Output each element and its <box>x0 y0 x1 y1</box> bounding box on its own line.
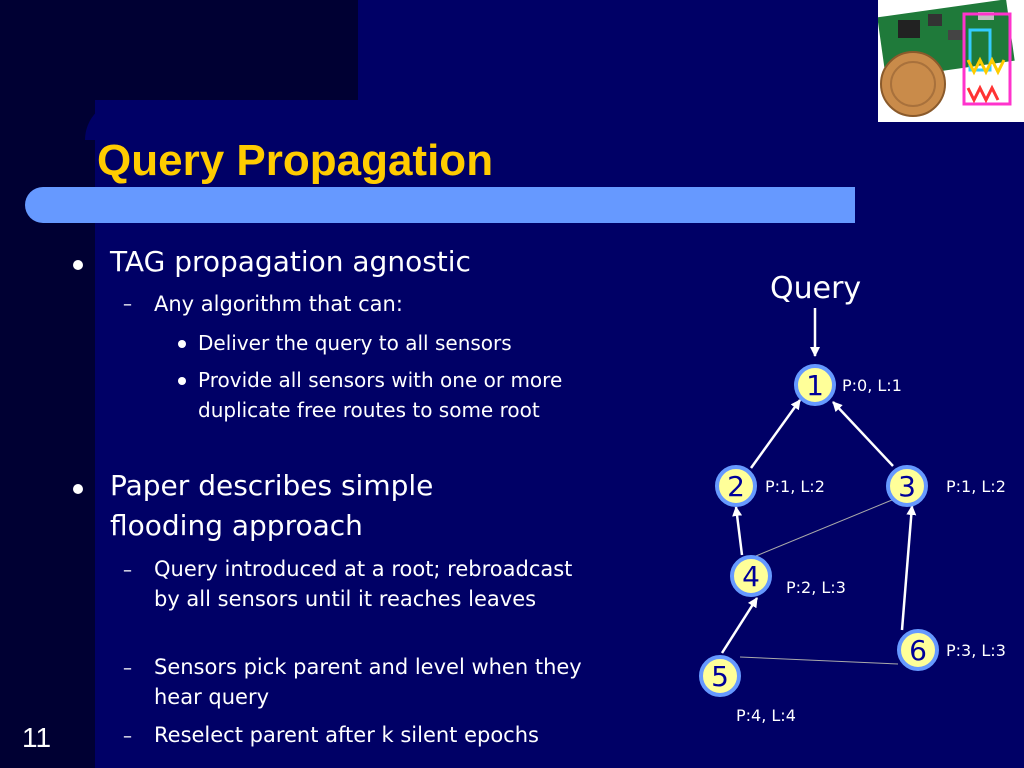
node-3-label: 3 <box>898 470 916 503</box>
slide-title: Query Propagation <box>97 136 494 185</box>
node-4-annotation: P:2, L:3 <box>786 578 846 597</box>
top-band <box>0 0 358 100</box>
sub-sub-bullet-deliver: Deliver the query to all sensors <box>198 331 512 355</box>
edge-4-2 <box>732 506 744 556</box>
node-1-annotation: P:0, L:1 <box>842 376 902 395</box>
sub-bullet-sensors-pick: Sensors pick parent and level when they … <box>154 655 582 709</box>
left-band <box>0 0 95 768</box>
query-label: Query <box>770 271 861 306</box>
bullet-dot <box>73 260 83 270</box>
edge-5-4 <box>720 597 759 654</box>
sub-sub-bullet-provide: Provide all sensors with one or more dup… <box>198 368 563 422</box>
link-4-3 <box>750 499 893 559</box>
node-4-label: 4 <box>742 560 760 593</box>
node-2: 2 <box>715 465 757 507</box>
sub-bullet-query-introduced: Query introduced at a root; rebroadcast … <box>154 557 573 611</box>
node-6: 6 <box>897 629 939 671</box>
dash-icon: – <box>123 560 132 581</box>
title-rule <box>25 187 855 223</box>
node-3-annotation: P:1, L:2 <box>946 477 1006 496</box>
bullet-dot <box>178 377 186 385</box>
node-5-label: 5 <box>711 660 729 693</box>
node-2-label: 2 <box>727 470 745 503</box>
dash-icon: – <box>123 658 132 679</box>
edge-2-1 <box>749 399 802 469</box>
dash-icon: – <box>123 294 132 315</box>
node-6-label: 6 <box>909 634 927 667</box>
link-5-6 <box>739 656 899 665</box>
page-number: 11 <box>22 722 52 753</box>
node-5-annotation: P:4, L:4 <box>736 706 796 725</box>
sub-bullet-any-algorithm: Any algorithm that can: <box>154 292 403 316</box>
node-4: 4 <box>730 555 772 597</box>
bullet-tag-propagation: TAG propagation agnostic <box>110 245 471 278</box>
node-5: 5 <box>699 655 741 697</box>
edge-6-3 <box>900 505 917 631</box>
edge-3-1 <box>832 401 894 467</box>
node-1-label: 1 <box>806 369 824 402</box>
node-1: 1 <box>794 364 836 406</box>
node-6-annotation: P:3, L:3 <box>946 641 1006 660</box>
bullet-dot <box>178 340 186 348</box>
bullet-dot <box>73 484 83 494</box>
node-2-annotation: P:1, L:2 <box>765 477 825 496</box>
sub-bullet-reselect: Reselect parent after k silent epochs <box>154 723 539 747</box>
node-3: 3 <box>886 465 928 507</box>
dash-icon: – <box>123 726 132 747</box>
sensor-board-logo <box>877 0 1024 122</box>
bullet-paper-describes: Paper describes simple flooding approach <box>110 469 434 542</box>
